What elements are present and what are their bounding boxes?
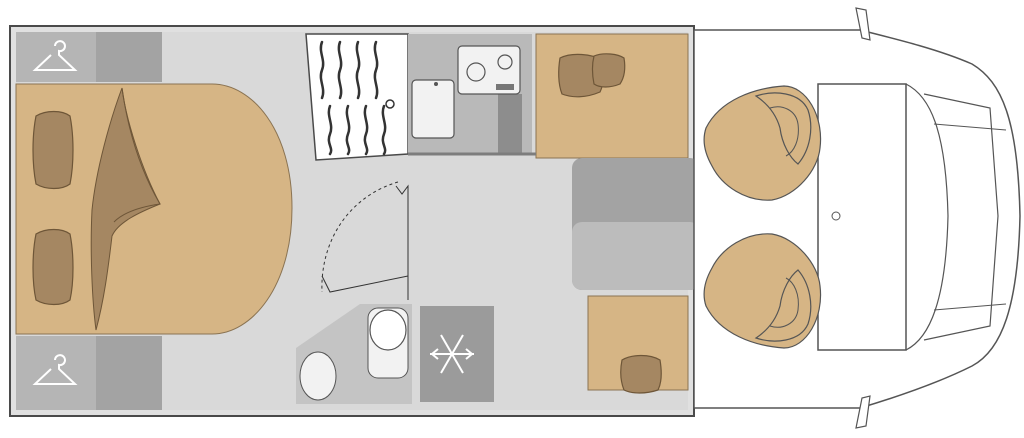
hob-icon[interactable] [457,45,521,95]
washroom [296,304,412,404]
sink-icon[interactable] [411,79,455,139]
right-mirror [855,395,871,429]
pillow [32,228,74,306]
passenger-seat[interactable] [703,233,822,349]
kitchen-counter [408,34,532,154]
wardrobe-top[interactable] [16,32,162,82]
dinette-bench-front[interactable] [587,295,689,394]
pillow [32,110,74,190]
dinette-bench-rear[interactable] [535,33,689,159]
wardrobe-bottom[interactable] [16,336,162,410]
shower-drain [385,99,395,109]
shower-cubicle[interactable] [305,33,409,161]
left-mirror [855,7,871,41]
cushion [591,53,626,88]
washroom-door[interactable] [321,181,409,300]
fridge[interactable] [420,306,494,402]
bed-duvet-fold [90,87,161,331]
living-area [9,25,700,417]
dinette-table[interactable] [572,158,700,290]
hanger-icon [32,40,78,71]
washbasin[interactable] [299,351,337,401]
dashboard [817,83,907,351]
hanger-icon [32,354,78,385]
toilet-icon[interactable] [367,307,409,379]
shower-icon [319,40,387,156]
driver-seat[interactable] [703,85,822,201]
cab [693,7,1021,429]
double-bed[interactable] [15,83,293,335]
cushion [620,354,662,394]
snowflake-icon [430,334,474,374]
